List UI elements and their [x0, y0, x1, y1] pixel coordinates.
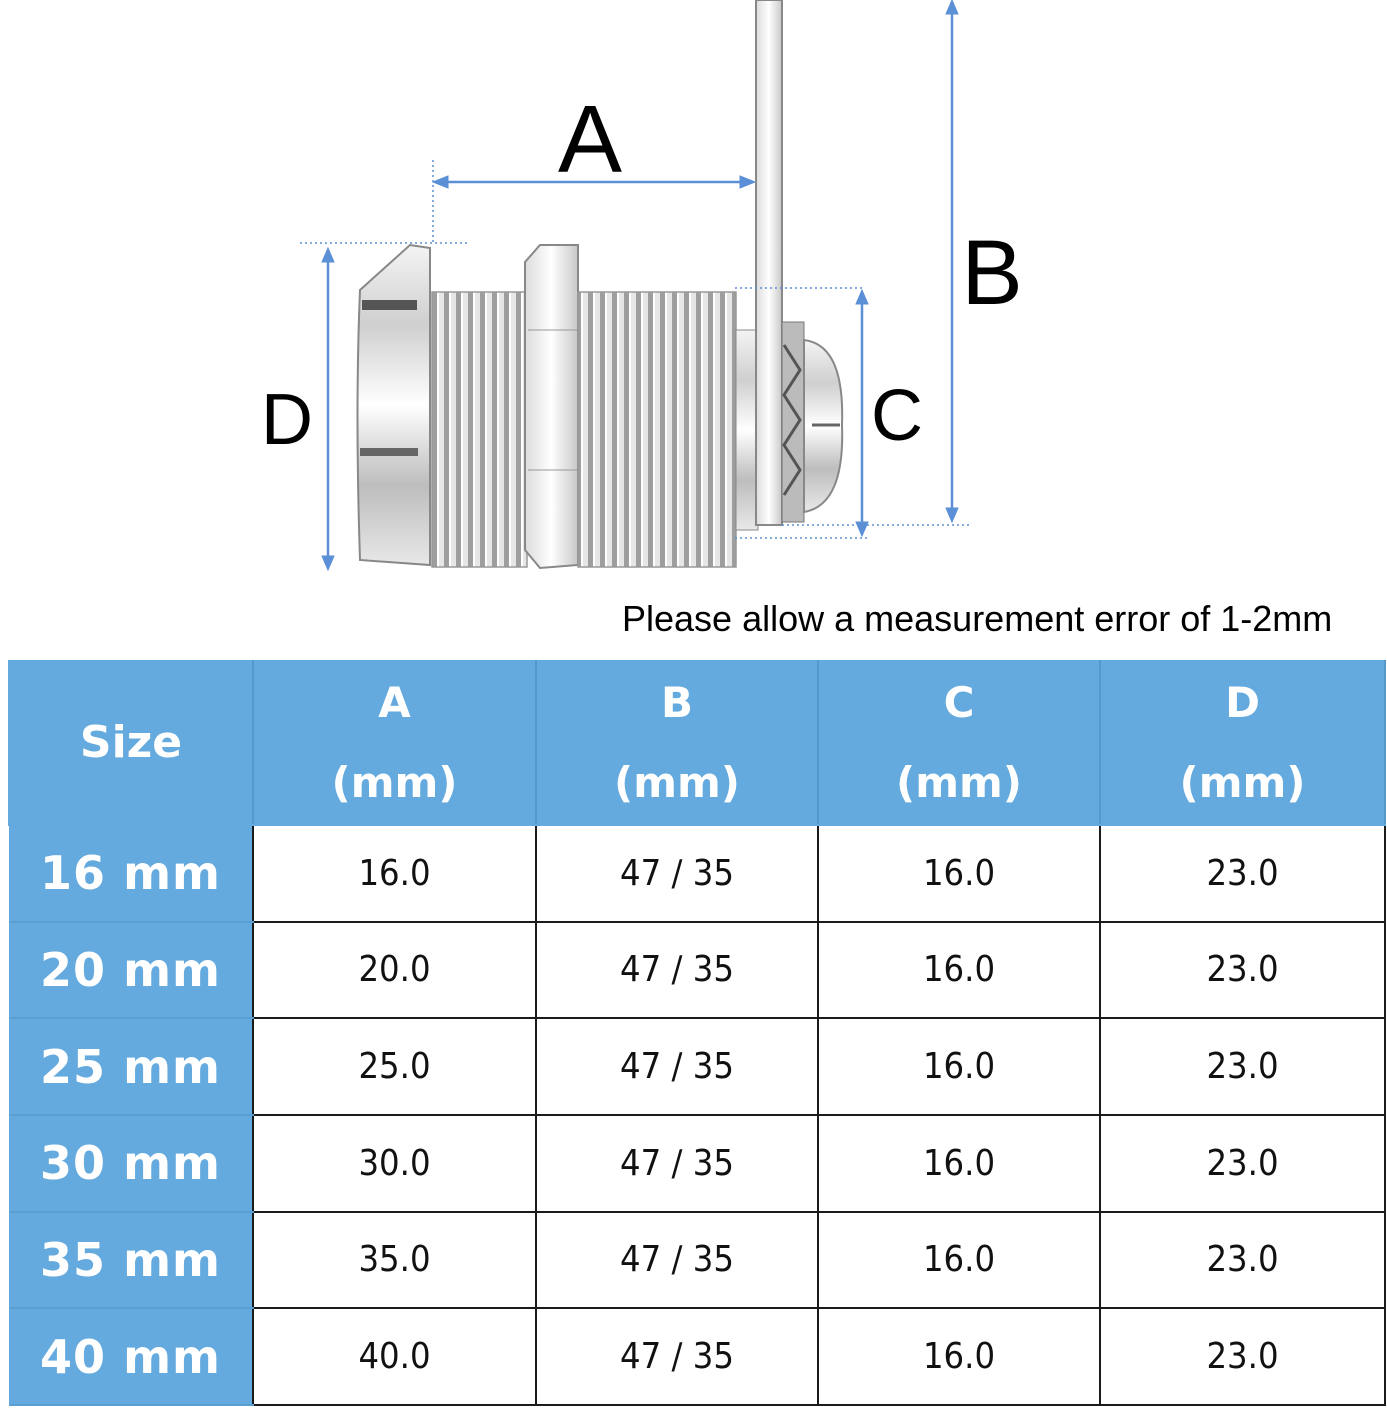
d-value: 23.0 — [1099, 1113, 1386, 1213]
header-a: A (mm) — [252, 660, 537, 826]
dimension-d — [300, 242, 470, 572]
size-cell: 30 mm — [9, 1113, 254, 1213]
label-b: B — [961, 222, 1022, 324]
d-value: 23.0 — [1099, 824, 1386, 923]
header-d: D (mm) — [1099, 660, 1386, 826]
b-value: 47 / 35 — [535, 1210, 819, 1310]
dimension-c — [735, 287, 870, 539]
size-cell: 25 mm — [9, 1017, 254, 1116]
b-value: 47 / 35 — [535, 824, 819, 923]
size-cell: 16 mm — [9, 824, 254, 923]
label-d: D — [261, 380, 313, 460]
table-row: 25 mm 25.0 47 / 35 16.0 23.0 — [9, 1017, 1386, 1116]
b-value: 47 / 35 — [535, 1307, 819, 1406]
dimension-b — [782, 0, 970, 526]
lock-body — [356, 0, 844, 570]
c-value: 16.0 — [817, 1210, 1101, 1310]
header-size: Size — [8, 660, 254, 826]
table-row: 40 mm 40.0 47 / 35 16.0 23.0 — [9, 1307, 1386, 1406]
dimension-a — [431, 160, 757, 245]
c-value: 16.0 — [817, 824, 1101, 923]
header-b: B (mm) — [535, 660, 819, 826]
label-a: A — [558, 86, 622, 193]
label-c: C — [871, 376, 923, 456]
a-value: 16.0 — [252, 824, 537, 923]
c-value: 16.0 — [817, 1307, 1101, 1406]
d-value: 23.0 — [1099, 1210, 1386, 1310]
header-c: C (mm) — [817, 660, 1101, 826]
table-row: 35 mm 35.0 47 / 35 16.0 23.0 — [9, 1210, 1386, 1310]
d-value: 23.0 — [1099, 920, 1386, 1020]
table-row: 20 mm 20.0 47 / 35 16.0 23.0 — [9, 920, 1386, 1020]
measurement-error-note: Please allow a measurement error of 1-2m… — [622, 598, 1333, 639]
table-header-row: Size A (mm) B (mm) C (mm) D (mm) — [8, 660, 1386, 826]
size-cell: 40 mm — [9, 1307, 254, 1406]
a-value: 25.0 — [252, 1017, 537, 1116]
cam-lock-diagram: A B C D — [261, 0, 1023, 572]
table-row: 30 mm 30.0 47 / 35 16.0 23.0 — [9, 1113, 1386, 1213]
c-value: 16.0 — [817, 1113, 1101, 1213]
c-value: 16.0 — [817, 920, 1101, 1020]
a-value: 20.0 — [252, 920, 537, 1020]
table-row: 16 mm 16.0 47 / 35 16.0 23.0 — [9, 824, 1386, 923]
size-spec-table: Size A (mm) B (mm) C (mm) D (mm) 16 mm 1… — [8, 660, 1386, 1406]
b-value: 47 / 35 — [535, 920, 819, 1020]
a-value: 30.0 — [252, 1113, 537, 1213]
a-value: 40.0 — [252, 1307, 537, 1406]
b-value: 47 / 35 — [535, 1017, 819, 1116]
c-value: 16.0 — [817, 1017, 1101, 1116]
size-cell: 20 mm — [9, 920, 254, 1020]
size-cell: 35 mm — [9, 1210, 254, 1310]
d-value: 23.0 — [1099, 1017, 1386, 1116]
d-value: 23.0 — [1099, 1307, 1386, 1406]
a-value: 35.0 — [252, 1210, 537, 1310]
b-value: 47 / 35 — [535, 1113, 819, 1213]
